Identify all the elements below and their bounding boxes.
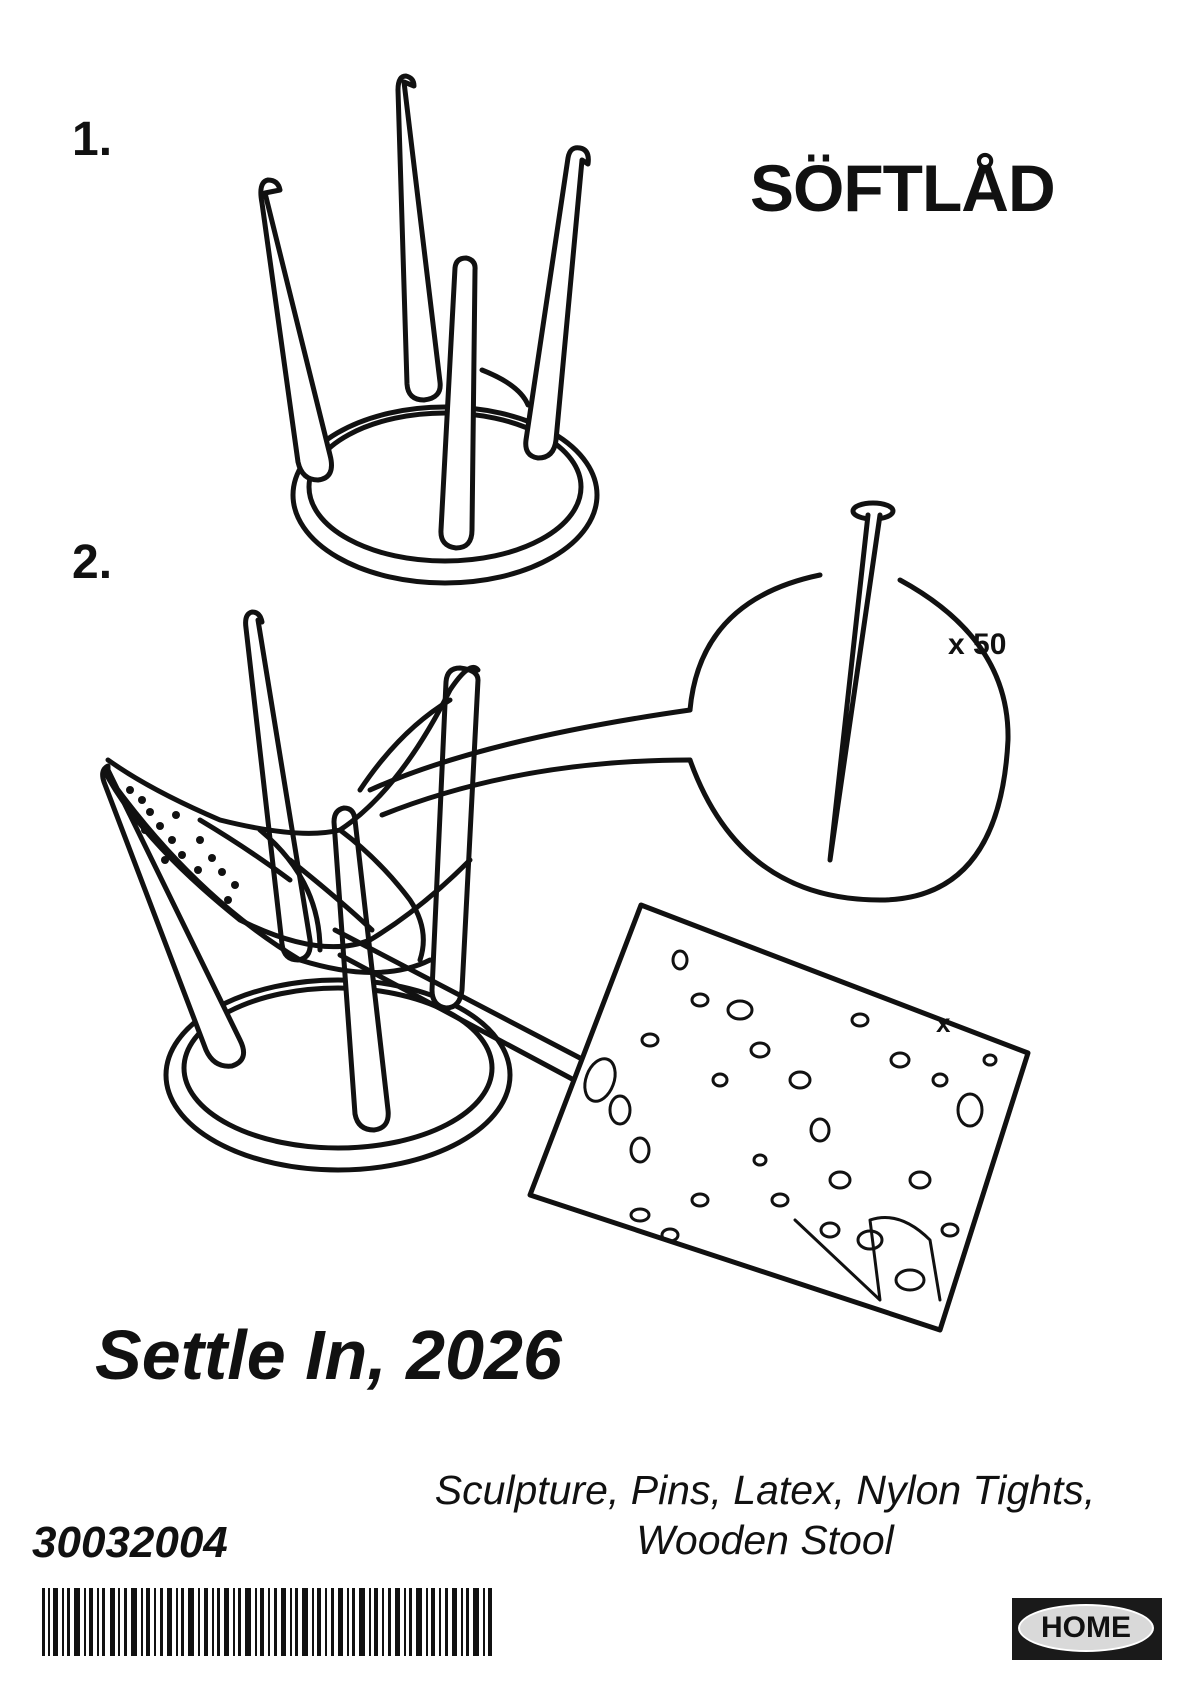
product-name: SÖFTLÅD bbox=[750, 151, 1056, 225]
home-badge: HOME bbox=[1012, 1598, 1162, 1660]
home-badge-label: HOME bbox=[1018, 1604, 1154, 1652]
materials-line-1: Sculpture, Pins, Latex, Nylon Tights, bbox=[434, 1467, 1096, 1513]
pin-callout bbox=[687, 500, 1011, 903]
tights-mark-label: x bbox=[936, 1008, 951, 1038]
step-2-number: 2. bbox=[72, 536, 113, 589]
artwork-title: Settle In, 2026 bbox=[95, 1316, 562, 1394]
tights-texture-callout bbox=[527, 902, 1031, 1333]
article-number: 30032004 bbox=[32, 1518, 228, 1567]
step2-stool-illustration bbox=[100, 609, 693, 1173]
materials-text: Sculpture, Pins, Latex, Nylon Tights, Wo… bbox=[385, 1465, 1145, 1565]
barcode-icon bbox=[42, 1588, 492, 1656]
materials-line-2: Wooden Stool bbox=[636, 1517, 894, 1563]
step-1-number: 1. bbox=[72, 113, 113, 166]
step1-stool-illustration bbox=[258, 73, 600, 586]
pin-quantity-label: x 50 bbox=[948, 628, 1007, 661]
pin-icon bbox=[827, 500, 896, 863]
